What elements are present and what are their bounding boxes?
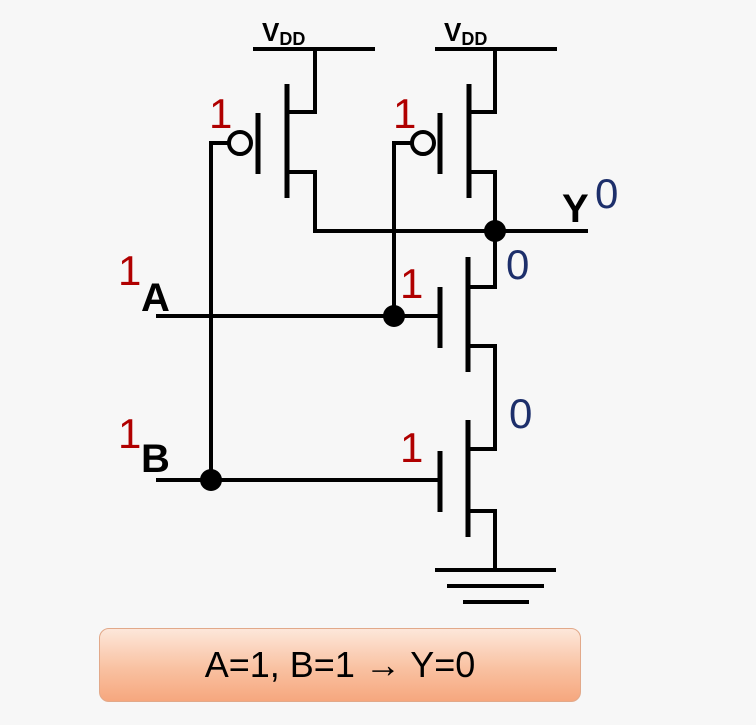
svg-text:VDD: VDD bbox=[444, 17, 487, 49]
input-b-junction-dot bbox=[200, 469, 222, 491]
output-label: Y bbox=[562, 187, 589, 231]
input-a-junction-dot bbox=[383, 305, 405, 327]
nmos-transistor-bottom bbox=[437, 420, 497, 572]
truth-caption: A=1, B=1 → Y=0 bbox=[204, 644, 476, 685]
output-value: 0 bbox=[595, 170, 618, 217]
ground-symbol bbox=[435, 568, 556, 604]
vdd-right-sub: DD bbox=[461, 29, 487, 49]
vdd-rail-left: VDD bbox=[253, 17, 375, 51]
truth-caption-box: A=1, B=1 → Y=0 bbox=[99, 628, 581, 702]
input-b-value: 1 bbox=[118, 410, 141, 457]
output-node-value: 0 bbox=[506, 241, 529, 288]
svg-text:VDD: VDD bbox=[262, 17, 305, 49]
vdd-left-sub: DD bbox=[279, 29, 305, 49]
input-b-label: B bbox=[141, 437, 170, 481]
nmos-bottom-gate-value: 1 bbox=[400, 424, 423, 471]
pmos-right-gate-value: 1 bbox=[393, 90, 416, 137]
input-a-label: A bbox=[141, 276, 170, 320]
middle-node-value: 0 bbox=[509, 390, 532, 437]
pmos-transistor-right bbox=[392, 47, 497, 318]
pmos-left-gate-value: 1 bbox=[209, 90, 232, 137]
nmos-top-gate-value: 1 bbox=[400, 260, 423, 307]
pmos-transistor-left bbox=[209, 47, 497, 482]
nmos-transistor-top bbox=[437, 229, 497, 451]
vdd-right-label: V bbox=[444, 17, 462, 47]
input-a-value: 1 bbox=[118, 247, 141, 294]
vdd-rail-right: VDD bbox=[435, 17, 557, 51]
vdd-left-label: V bbox=[262, 17, 280, 47]
